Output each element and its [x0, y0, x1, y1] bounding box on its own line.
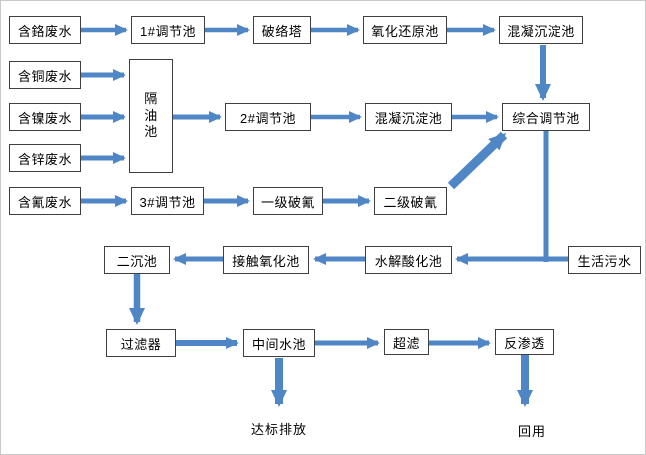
node-comprehensive-tank: 综合调节池: [502, 103, 590, 131]
node-secondary-sedimentation: 二沉池: [104, 246, 170, 274]
label-reuse: 回用: [517, 424, 546, 439]
node-filter: 过滤器: [106, 329, 176, 357]
node-contact-oxidation: 接触氧化池: [223, 246, 309, 274]
node-zinc-wastewater: 含锌废水: [9, 144, 81, 172]
node-break-complex-tower: 破络塔: [253, 16, 311, 44]
oil-separation-label: 隔油池: [144, 90, 158, 140]
node-domestic-sewage: 生活污水: [568, 246, 641, 274]
node-oil-separation-pool: 隔油池: [129, 59, 173, 173]
node-coagulation-pool-1: 混凝沉淀池: [499, 16, 583, 44]
node-tank2: 2#调节池: [225, 103, 311, 131]
node-hydrolysis-acidification: 水解酸化池: [365, 246, 452, 274]
node-redox-pool: 氧化还原池: [363, 16, 447, 44]
node-reverse-osmosis: 反渗透: [495, 329, 554, 355]
node-cyanide-break-2: 二级破氰: [374, 187, 447, 215]
label-discharge: 达标排放: [250, 422, 307, 437]
node-copper-wastewater: 含铜废水: [9, 61, 81, 89]
edge-cyanide-break2-comprehensive: [447, 131, 508, 190]
node-nickel-wastewater: 含镍废水: [9, 103, 81, 131]
node-ultrafiltration: 超滤: [384, 329, 429, 355]
node-chromium-wastewater: 含鉻废水: [9, 16, 81, 44]
node-coagulation-pool-2: 混凝沉淀池: [365, 103, 452, 131]
node-cyanide-break-1: 一级破氰: [253, 187, 323, 215]
node-tank1: 1#调节池: [131, 16, 205, 44]
node-cyanide-wastewater: 含氰废水: [9, 187, 81, 215]
node-intermediate-tank: 中间水池: [243, 329, 315, 357]
node-tank3: 3#调节池: [131, 187, 204, 215]
